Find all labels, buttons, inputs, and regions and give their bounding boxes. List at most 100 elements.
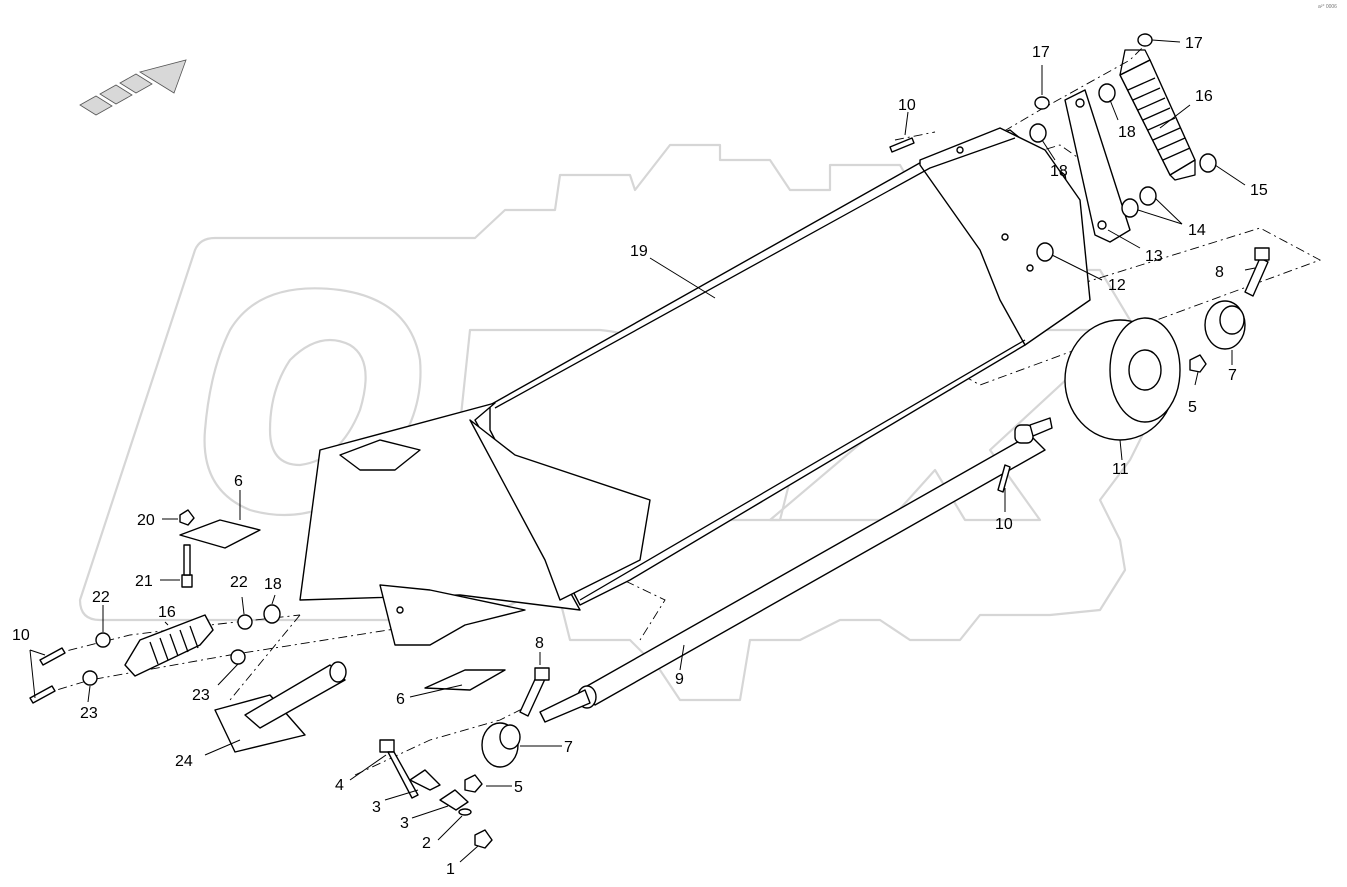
centerline-spring-lower	[39, 624, 421, 696]
pad-part-24	[214, 661, 347, 753]
spring-part-16-lower	[124, 614, 214, 677]
callout-6-lower: 6	[396, 691, 405, 708]
spring-upper-hook-top	[1119, 49, 1151, 76]
pad-tube-end	[329, 661, 347, 683]
roller-hub	[1128, 349, 1162, 391]
lockwasher-14-b	[1139, 186, 1157, 206]
pin-10-upper	[889, 137, 915, 153]
callout-10-left: 10	[12, 627, 30, 644]
callout-11: 11	[1112, 461, 1129, 478]
centerline-upper	[894, 131, 936, 141]
bolt-8-right	[1244, 247, 1270, 297]
chute-left-bracket	[339, 439, 421, 471]
callout-16-lower: 16	[158, 604, 176, 621]
washer-12	[1036, 242, 1054, 262]
washer-18-c	[263, 604, 281, 624]
chute-hole-4	[396, 606, 404, 614]
pin-10-left-a	[39, 647, 66, 666]
callout-21: 21	[135, 573, 153, 590]
bushing-22-right	[237, 614, 253, 630]
callout-9: 9	[675, 671, 684, 688]
chute-edge-line	[494, 137, 1016, 409]
pin-10-lower	[997, 464, 1011, 493]
callout-23-left: 23	[80, 705, 98, 722]
nut-20	[179, 509, 195, 526]
rod-pin-left	[539, 689, 591, 723]
nut-5-right	[1189, 354, 1207, 373]
collar-7-right	[1204, 300, 1246, 350]
callout-19: 19	[630, 243, 648, 260]
bracket-plate-part-13	[1064, 89, 1131, 243]
spring-part-16-upper	[1119, 49, 1196, 181]
bushing-23-left	[82, 670, 98, 686]
callout-16-upper: 16	[1195, 88, 1213, 105]
nut-1	[474, 829, 493, 849]
chute-bottom-bracket	[379, 584, 526, 646]
arrow-segment-1	[79, 95, 113, 116]
callout-labels: 1 2 3 3 4 5 5 6 6 7 7 8 8 9 10 10 10 11 …	[12, 35, 1268, 878]
callout-2: 2	[422, 835, 431, 852]
callout-3-lower: 3	[400, 815, 409, 832]
spring-lower-coils	[149, 625, 199, 665]
callout-20: 20	[137, 512, 155, 529]
clip-3-upper	[409, 769, 441, 791]
chute-lower-edge	[579, 339, 1026, 601]
spring-lower-body	[124, 614, 214, 677]
callout-17-right: 17	[1185, 35, 1203, 52]
callout-18-a: 18	[1118, 124, 1136, 141]
callout-7-lower: 7	[564, 739, 573, 756]
arrow-head	[138, 59, 187, 94]
plate-upper	[179, 519, 261, 549]
callout-24: 24	[175, 753, 193, 770]
callout-10-upper: 10	[898, 97, 916, 114]
callout-8-lower: 8	[535, 635, 544, 652]
chute-hole-3	[956, 146, 964, 154]
callout-13: 13	[1145, 248, 1163, 265]
callout-3-upper: 3	[372, 799, 381, 816]
callout-18-b: 18	[1050, 163, 1068, 180]
callout-22-left: 22	[92, 589, 110, 606]
hardware-items	[29, 33, 1270, 849]
bushing-23-right	[230, 649, 246, 665]
centerline-top-bracket	[954, 44, 1146, 161]
callout-22-right: 22	[230, 574, 248, 591]
bolt-4	[379, 739, 419, 799]
corner-drawing-code: a²° 0006	[1318, 4, 1337, 10]
bolt-8-left	[519, 667, 550, 717]
rod-pin-right	[1029, 417, 1053, 437]
callout-12: 12	[1108, 277, 1126, 294]
bushing-22-left	[95, 632, 111, 648]
plate-lower	[424, 669, 506, 691]
arrow-segment-2	[99, 84, 133, 105]
callout-7-upper: 7	[1228, 367, 1237, 384]
leader-lines	[29, 39, 1256, 863]
bracket-hole-bottom	[1097, 220, 1107, 230]
spring-upper-body	[1119, 59, 1196, 176]
chute-hole-1	[1001, 233, 1009, 241]
callout-18-c: 18	[264, 576, 282, 593]
collar-7-left	[481, 722, 521, 768]
callout-15: 15	[1250, 182, 1268, 199]
arrow-segment-3	[119, 73, 153, 94]
roller-part-11	[1064, 317, 1181, 441]
callout-17-top: 17	[1032, 44, 1050, 61]
chute-inner-wall	[469, 419, 651, 601]
clip-3-lower	[439, 789, 469, 811]
chute-shield-part-19	[299, 127, 1091, 646]
callout-6-upper: 6	[234, 473, 243, 490]
nut-17-upper	[1137, 33, 1153, 47]
plates-part-6	[179, 519, 506, 691]
callout-5-upper: 5	[1188, 399, 1197, 416]
nut-17-lower	[1034, 96, 1050, 110]
bracket-hole-top	[1075, 98, 1085, 108]
washer-18-a	[1098, 83, 1116, 103]
spring-upper-hook-bottom	[1169, 159, 1196, 181]
rod-part-9	[539, 417, 1053, 723]
direction-arrow	[79, 59, 187, 116]
callout-10-lower: 10	[995, 516, 1013, 533]
washer-18-b	[1029, 123, 1047, 143]
callout-14: 14	[1188, 222, 1206, 239]
chute-hole-2	[1026, 264, 1034, 272]
washer-2	[458, 808, 472, 816]
